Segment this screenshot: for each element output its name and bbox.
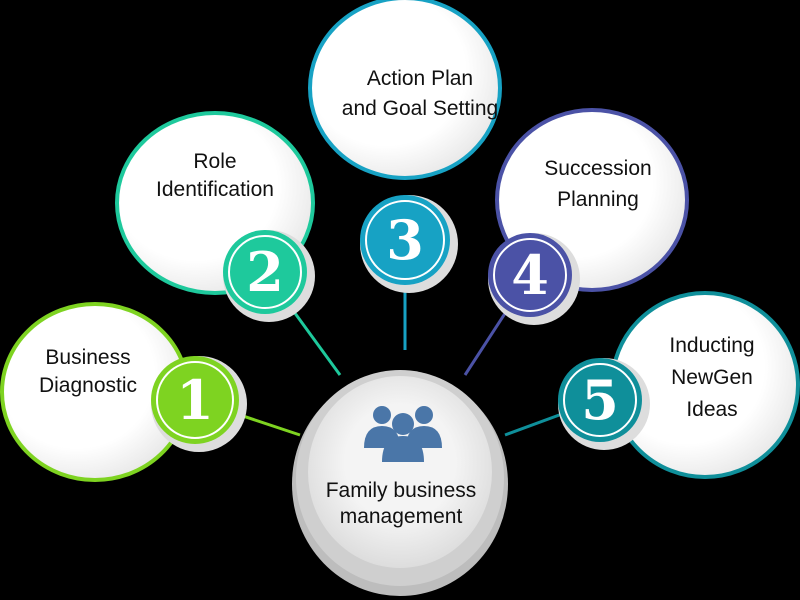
step-label-line: Identification (156, 178, 274, 201)
step-label-line: Business (45, 346, 130, 369)
number-ring (365, 200, 445, 280)
number-ring (228, 235, 302, 309)
step-number: 5 (581, 368, 619, 432)
step-label-line: Role (193, 150, 236, 173)
step-number: 1 (176, 368, 214, 432)
step-label-line: Ideas (686, 398, 737, 421)
number-badge (558, 358, 642, 442)
center-label-line-2: management (340, 505, 463, 528)
people-group-icon (364, 406, 442, 462)
step-number: 4 (511, 243, 549, 307)
number-ring (493, 238, 567, 312)
step-label-line: Diagnostic (39, 374, 137, 397)
step-3: Action Plan and Goal Setting 3 (308, 0, 502, 293)
step-label-line: Inducting (669, 334, 754, 357)
number-badge (223, 230, 307, 314)
number-badge (488, 233, 572, 317)
step-label-line: and Goal Setting (342, 97, 498, 120)
number-badge (360, 195, 450, 285)
center-hub: Family business management (292, 370, 508, 596)
number-ring (156, 361, 234, 439)
step-number: 3 (386, 208, 424, 272)
step-bubble (308, 0, 502, 180)
number-badge (151, 356, 239, 444)
step-label-line: Succession (544, 157, 651, 180)
center-label-line-1: Family business (326, 479, 477, 502)
step-label-line: Planning (557, 188, 639, 211)
step-label-line: NewGen (671, 366, 753, 389)
step-number: 2 (246, 240, 284, 304)
step-label-line: Action Plan (367, 67, 473, 90)
number-ring (563, 363, 637, 437)
